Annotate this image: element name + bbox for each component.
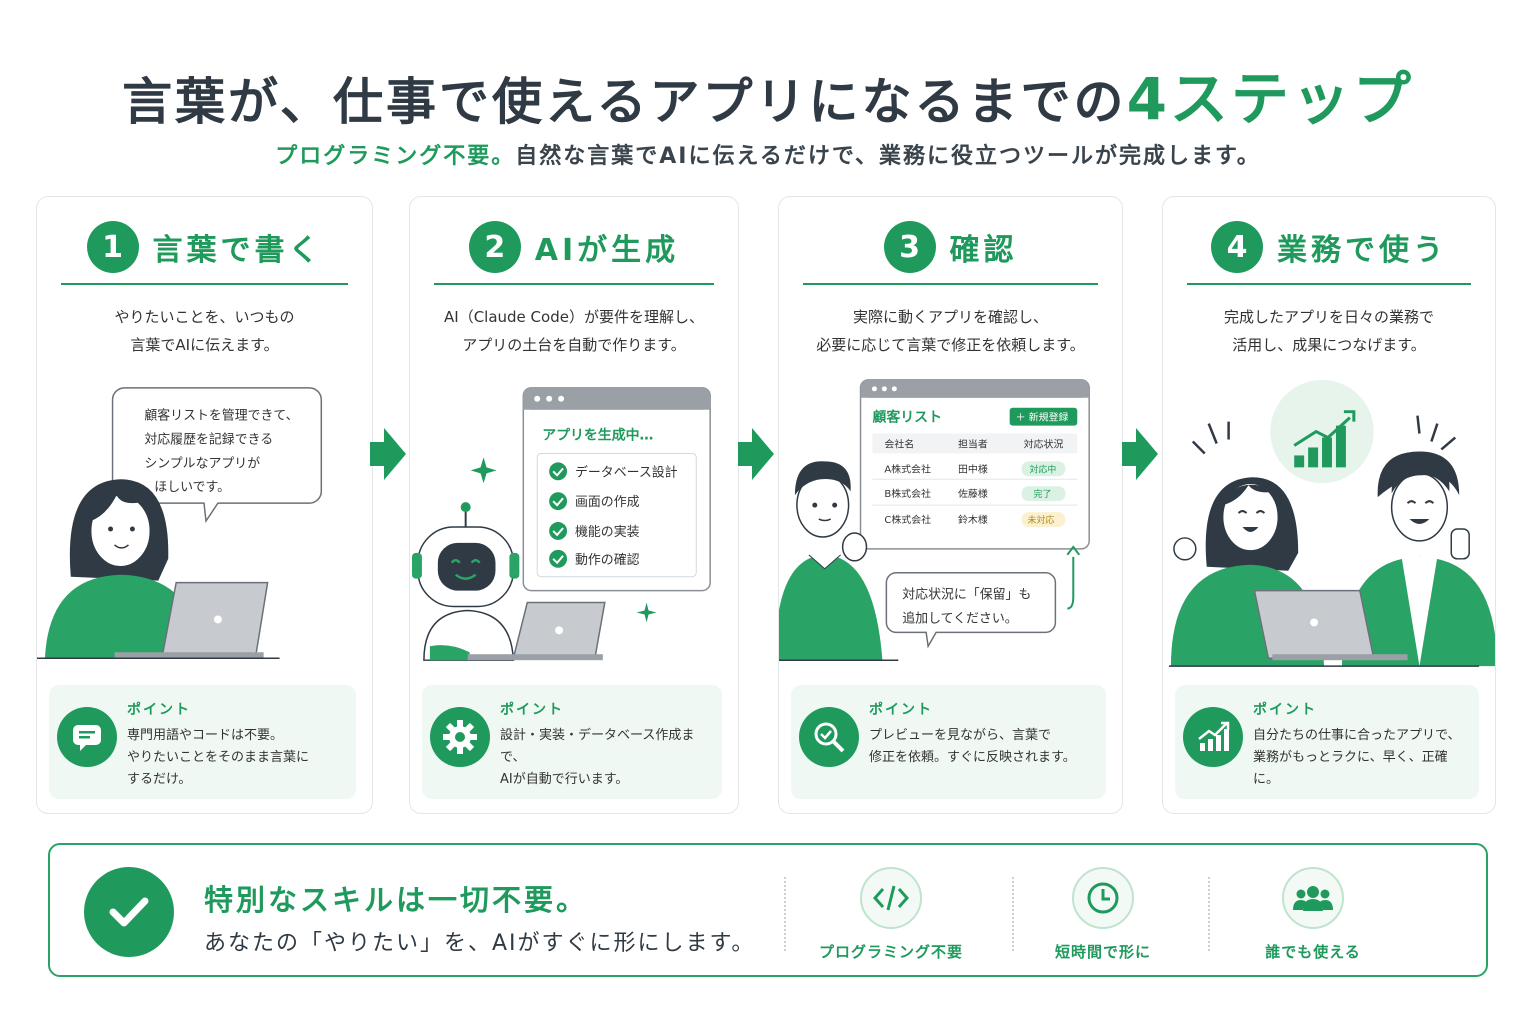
bubble-line: 顧客リストを管理できて、: [144, 408, 298, 424]
step-card-1: 1 言葉で書く やりたいことを、いつもの 言葉でAIに伝えます。 顧客リストを管理…: [36, 196, 373, 814]
title-accent: 4ステップ: [1126, 65, 1414, 133]
step-number: 3: [883, 221, 936, 273]
page-subtitle: プログラミング不要。自然な言葉でAIに伝えるだけで、業務に役立つツールが完成しま…: [275, 144, 1261, 169]
step-title: 確認: [949, 233, 1018, 268]
point-text: 設計・実装・データベース作成まで、 AIが自動で行います。: [500, 728, 695, 787]
point-text: 専門用語やコードは不要。 やりたいことをそのまま言葉に するだけ。: [127, 728, 310, 787]
check-icon: [84, 867, 174, 957]
svg-text:動作の確認: 動作の確認: [575, 552, 640, 568]
table-cell: B株式会社: [884, 487, 931, 500]
feature-short-time: 短時間で形に: [1018, 867, 1188, 962]
step-description: 実際に動くアプリを確認し、 必要に応じて言葉で修正を依頼します。: [816, 308, 1085, 354]
app-preview-illustration: 顧客リスト ＋ 新規登録 会社名 担当者 対応状況 A株式会社 田中様 対応中 …: [779, 379, 1090, 661]
magnifier-check-icon: [799, 707, 859, 767]
point-box: ポイント プレビューを見ながら、言葉で 修正を依頼。すぐに反映されます。: [791, 685, 1106, 799]
table-cell: C株式会社: [884, 513, 931, 526]
step-card-4: 4 業務で使う 完成したアプリを日々の業務で 活用し、成果につなげます。 ポイント…: [1162, 196, 1496, 814]
robot-generating-illustration: アプリを生成中… データベース設計 画面の作成 機能の実装 動作の確認: [411, 387, 711, 661]
point-box: ポイント 専門用語やコードは不要。 やりたいことをそのまま言葉に するだけ。: [49, 685, 356, 799]
table-cell: 鈴木様: [958, 513, 988, 526]
woman-laptop-illustration: 顧客リストを管理できて、 対応履歴を記録できる シンプルなアプリが ほしいです。: [37, 387, 323, 659]
step-number: 4: [1211, 221, 1263, 273]
bubble-line: 対応状況に「保留」も: [902, 588, 1031, 603]
step-title: 業務で使う: [1277, 233, 1447, 268]
step-number: 2: [468, 221, 521, 273]
step-number: 1: [86, 221, 139, 273]
step-title: 言葉で書く: [152, 233, 323, 268]
step-card-3: 3 確認 実際に動くアプリを確認し、 必要に応じて言葉で修正を依頼します。 顧客リ…: [778, 196, 1123, 814]
table-header: 担当者: [958, 437, 988, 450]
checklist-item: データベース設計: [549, 462, 678, 480]
point-label: ポイント: [1253, 702, 1317, 718]
gear-icon: [430, 707, 490, 767]
step-description: 完成したアプリを日々の業務で 活用し、成果につなげます。: [1223, 308, 1434, 354]
status-badge: 対応中: [1030, 463, 1057, 475]
point-box: ポイント 自分たちの仕事に合ったアプリで、 業務がもっとラクに、早く、正確に。: [1175, 685, 1479, 799]
bubble-line: シンプルなアプリが: [144, 456, 260, 471]
table-cell: A株式会社: [884, 462, 931, 475]
feature-label: 誰でも使える: [1265, 943, 1361, 961]
step-card-2: 2 AIが生成 AI（Claude Code）が要件を理解し、 アプリの土台を自動…: [409, 196, 739, 814]
new-register-button: ＋ 新規登録: [1016, 411, 1069, 424]
summary-banner: 特別なスキルは一切不要。 あなたの「やりたい」を、AIがすぐに形にします。 プロ…: [48, 843, 1488, 977]
point-text: 自分たちの仕事に合ったアプリで、 業務がもっとラクに、早く、正確に。: [1253, 728, 1461, 787]
status-badge: 完了: [1034, 488, 1052, 500]
feature-label: プログラミング不要: [818, 943, 963, 961]
feature-label: 短時間で形に: [1054, 943, 1151, 961]
checklist-item: 機能の実装: [549, 522, 640, 540]
generating-title: アプリを生成中…: [542, 427, 653, 444]
step-description: AI（Claude Code）が要件を理解し、 アプリの土台を自動で作ります。: [444, 308, 704, 354]
feature-anyone: 誰でも使える: [1228, 867, 1398, 962]
svg-text:機能の実装: 機能の実装: [575, 524, 640, 540]
svg-text:データベース設計: データベース設計: [575, 464, 678, 480]
point-box: ポイント 設計・実装・データベース作成まで、 AIが自動で行います。: [422, 685, 722, 799]
bubble-line: 追加してください。: [902, 610, 1017, 626]
arrow-right-icon: [370, 428, 406, 480]
page-title: 言葉が、仕事で使えるアプリになるまでの4ステップ: [122, 65, 1414, 133]
table-cell: 佐藤様: [958, 487, 988, 500]
arrow-right-icon: [1122, 428, 1158, 480]
point-label: ポイント: [127, 702, 191, 718]
feature-no-programming: プログラミング不要: [806, 867, 976, 962]
summary-text: あなたの「やりたい」を、AIがすぐに形にします。: [204, 931, 756, 956]
checklist-item: 画面の作成: [549, 492, 640, 510]
chart-up-icon: [1183, 707, 1243, 767]
summary-title: 特別なスキルは一切不要。: [204, 883, 589, 917]
point-text: プレビューを見ながら、言葉で 修正を依頼。すぐに反映されます。: [869, 728, 1076, 765]
app-title: 顧客リスト: [872, 409, 942, 426]
point-label: ポイント: [500, 702, 564, 718]
status-badge: 未対応: [1028, 514, 1055, 526]
step-description: やりたいことを、いつもの 言葉でAIに伝えます。: [114, 308, 295, 354]
table-cell: 田中様: [958, 462, 988, 475]
svg-text:画面の作成: 画面の作成: [575, 495, 640, 510]
table-header: 会社名: [884, 437, 914, 450]
step-title: AIが生成: [534, 233, 680, 268]
chat-icon: [57, 707, 117, 767]
clock-icon: [1072, 867, 1134, 929]
people-icon: [1282, 867, 1344, 929]
code-icon: [860, 867, 922, 929]
bubble-line: ほしいです。: [154, 480, 230, 495]
point-label: ポイント: [869, 702, 933, 718]
table-header: 対応状況: [1024, 437, 1064, 450]
checklist-item: 動作の確認: [549, 549, 640, 568]
bubble-line: 対応履歴を記録できる: [144, 431, 273, 447]
team-success-illustration: [1168, 379, 1495, 667]
arrow-right-icon: [738, 428, 774, 480]
